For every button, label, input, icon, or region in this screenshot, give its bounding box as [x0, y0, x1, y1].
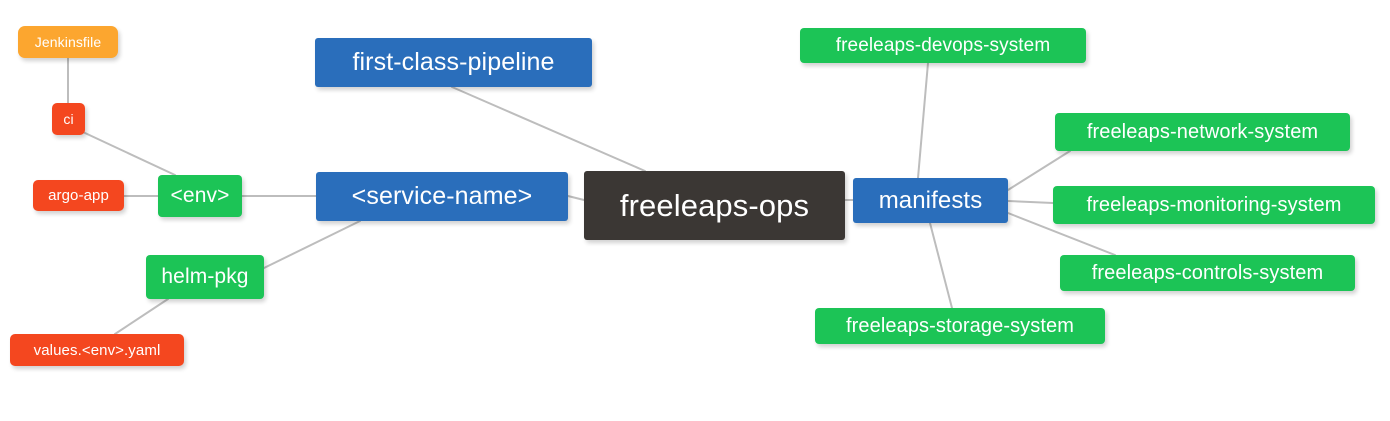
node-service[interactable]: <service-name>	[316, 172, 568, 221]
node-pipeline[interactable]: first-class-pipeline	[315, 38, 592, 87]
node-label: freeleaps-controls-system	[1091, 261, 1324, 284]
node-label: freeleaps-storage-system	[845, 314, 1075, 337]
node-label: ci	[63, 111, 74, 127]
node-root[interactable]: freeleaps-ops	[584, 171, 845, 240]
node-label: Jenkinsfile	[34, 34, 102, 50]
node-label: freeleaps-ops	[619, 187, 810, 223]
edge-helm-to-service	[263, 220, 361, 269]
edge-storage-to-manifests	[929, 222, 953, 309]
node-ci[interactable]: ci	[52, 103, 85, 135]
node-jenkins[interactable]: Jenkinsfile	[18, 26, 118, 58]
node-values[interactable]: values.<env>.yaml	[10, 334, 184, 366]
node-controls[interactable]: freeleaps-controls-system	[1060, 255, 1355, 291]
edge-pipeline-to-root	[451, 86, 646, 172]
edge-ci-to-env	[84, 132, 176, 176]
node-manifests[interactable]: manifests	[853, 178, 1008, 223]
node-label: <env>	[170, 184, 230, 207]
node-label: first-class-pipeline	[352, 48, 555, 76]
edge-monitoring-to-manifests	[1007, 200, 1054, 204]
node-label: freeleaps-monitoring-system	[1086, 193, 1342, 216]
node-label: <service-name>	[351, 182, 533, 210]
node-argo[interactable]: argo-app	[33, 180, 124, 211]
edge-devops-to-manifests	[917, 62, 929, 179]
node-storage[interactable]: freeleaps-storage-system	[815, 308, 1105, 344]
node-helm[interactable]: helm-pkg	[146, 255, 264, 299]
node-label: freeleaps-network-system	[1086, 120, 1319, 143]
node-label: argo-app	[48, 187, 109, 204]
node-monitoring[interactable]: freeleaps-monitoring-system	[1053, 186, 1375, 224]
node-label: helm-pkg	[161, 265, 249, 288]
node-label: manifests	[878, 186, 983, 214]
edge-values-to-helm	[114, 298, 169, 335]
node-network[interactable]: freeleaps-network-system	[1055, 113, 1350, 151]
node-env[interactable]: <env>	[158, 175, 242, 217]
node-label: freeleaps-devops-system	[835, 34, 1051, 56]
node-devops[interactable]: freeleaps-devops-system	[800, 28, 1086, 63]
edge-service-to-root	[567, 195, 585, 201]
node-label: values.<env>.yaml	[33, 341, 161, 359]
edge-network-to-manifests	[1007, 150, 1071, 191]
